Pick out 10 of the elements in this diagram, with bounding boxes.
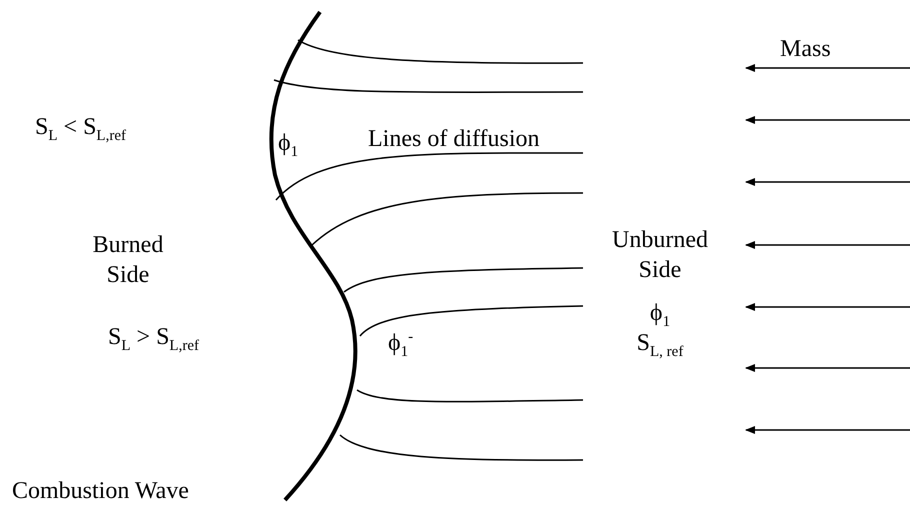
label: Lines of diffusion (368, 125, 540, 154)
formula-label: S$_{L, ref}$ (636, 329, 684, 358)
label: Mass (780, 35, 831, 64)
symbol-label: ϕ$_{1}$ (278, 129, 298, 158)
label: Combustion Wave (12, 477, 189, 506)
formula-label: S$_{L}$ < S$_{L,ref}$ (35, 113, 126, 142)
formula-label: S$_{L}$ > S$_{L,ref}$ (108, 323, 199, 352)
region-label: Unburned Side (611, 226, 709, 285)
symbol-label: ϕ$_{1}$ (648, 299, 672, 328)
region-label: Burned Side (92, 231, 164, 290)
